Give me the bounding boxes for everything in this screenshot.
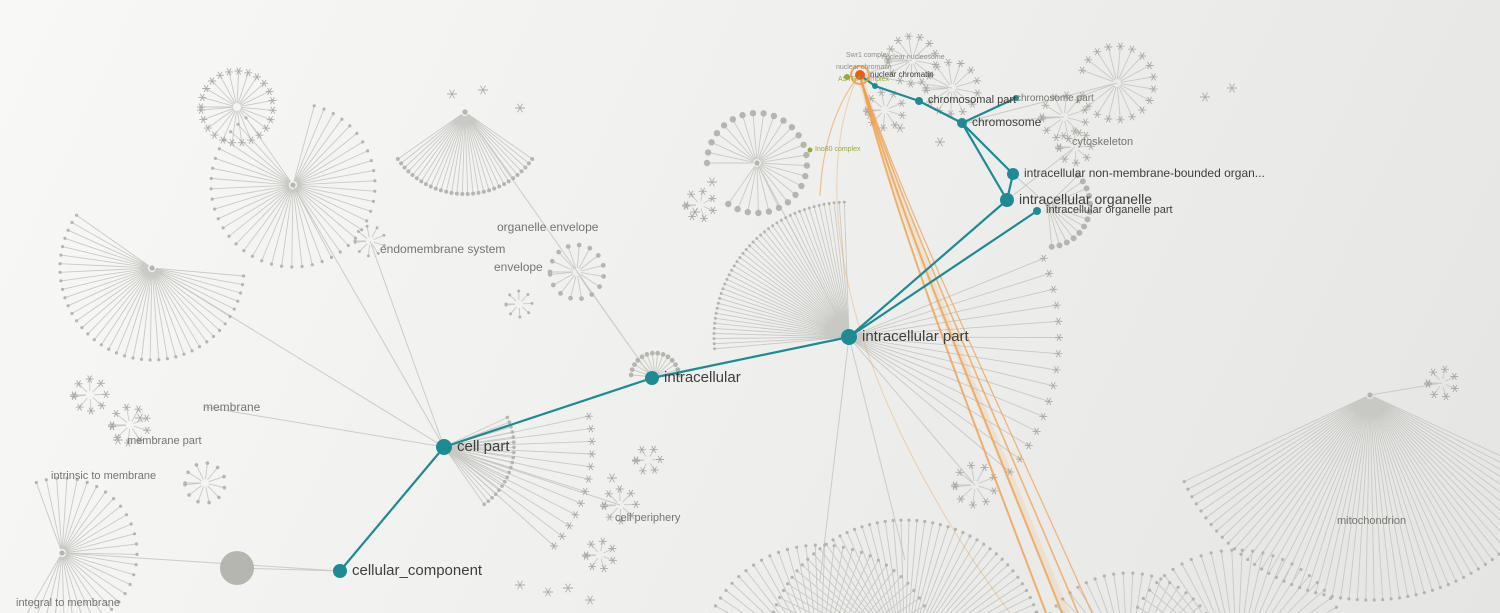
node-cellular-component[interactable]	[333, 564, 347, 578]
cluster-asterisk-nodes	[70, 32, 1459, 605]
node-chromosomal-part[interactable]	[915, 97, 923, 105]
tiny-term-label-swr1-complex[interactable]: Swr1 complex	[846, 52, 890, 59]
node-intracellular-part[interactable]	[841, 329, 857, 345]
label-intracellular-non-membrane-bounded-organelle[interactable]: intracellular non-membrane-bounded organ…	[1024, 166, 1265, 180]
annotation-orange-edge-4	[860, 78, 1093, 613]
node-intracellular[interactable]	[645, 371, 659, 385]
term-label-chromosome-part[interactable]: chromosome part	[1016, 93, 1094, 104]
term-label-envelope[interactable]: envelope	[494, 260, 543, 274]
label-chromosomal-part[interactable]: chromosomal part	[928, 94, 1017, 106]
term-label-membrane[interactable]: membrane	[203, 400, 261, 414]
tiny-term-label-nuclear-nucleosome[interactable]: nuclear nucleosome	[882, 54, 945, 61]
node-intracellular-non-membrane-bounded-organelle[interactable]	[1007, 168, 1019, 180]
annotation-orange-edge-6	[836, 77, 1011, 613]
term-label-cytoskeleton[interactable]: cytoskeleton	[1072, 136, 1134, 148]
term-label-cell-periphery[interactable]: cell periphery	[615, 512, 681, 524]
label-intracellular-part[interactable]: intracellular part	[862, 328, 969, 345]
label-nuclear-chromatin[interactable]: nuclear chromatin	[870, 70, 934, 79]
annotation-orange-edge-1	[860, 78, 1047, 613]
tiny-term-label-astra-complex[interactable]: ASTRA complex	[838, 76, 889, 83]
term-label-integral-to-membrane[interactable]: integral to membrane	[16, 597, 120, 609]
term-label-endomembrane-system[interactable]: endomembrane system	[380, 242, 506, 256]
label-cell-part[interactable]: cell part	[457, 438, 510, 455]
node-cell-part[interactable]	[436, 439, 452, 455]
annotation-orange-edge-2	[860, 78, 1063, 613]
annotation-orange-edge-5	[819, 77, 858, 197]
label-intracellular-organelle[interactable]: intracellular organelle	[1019, 191, 1153, 207]
label-cellular-component[interactable]: cellular_component	[352, 562, 483, 579]
path-junction-node-0[interactable]	[872, 83, 878, 89]
node-intracellular-organelle[interactable]	[1000, 193, 1014, 207]
tiny-term-label-ino80-complex[interactable]: Ino80 complex	[815, 146, 861, 153]
node-intracellular-organelle-part[interactable]	[1033, 207, 1041, 215]
node-nuclear-chromatin[interactable]	[855, 70, 865, 80]
term-label-membrane-part[interactable]: membrane part	[127, 435, 202, 447]
label-intracellular[interactable]: intracellular	[664, 369, 741, 386]
term-label-mitochondrion[interactable]: mitochondrion	[1337, 515, 1407, 527]
gray-connector-edges	[61, 59, 1443, 581]
path-junction-node-1[interactable]	[1013, 95, 1019, 101]
term-label-intrinsic-to-membrane[interactable]: intrinsic to membrane	[51, 470, 157, 482]
term-label-organelle-envelope[interactable]: organelle envelope	[497, 220, 599, 234]
highlighted-complex-node-1[interactable]	[807, 147, 813, 153]
cluster-spokes	[26, 36, 1500, 613]
highlighted-complex-node-0[interactable]	[844, 74, 850, 80]
highlight-ring	[850, 65, 870, 85]
label-intracellular-organelle-part[interactable]: intracellular organelle part	[1046, 204, 1173, 216]
tiny-term-label-nuclear-chromatin[interactable]: nuclear chromatin	[836, 64, 892, 71]
label-chromosome[interactable]: chromosome	[972, 115, 1042, 129]
node-chromosome[interactable]	[957, 118, 967, 128]
annotation-orange-edge-3	[860, 78, 1079, 613]
